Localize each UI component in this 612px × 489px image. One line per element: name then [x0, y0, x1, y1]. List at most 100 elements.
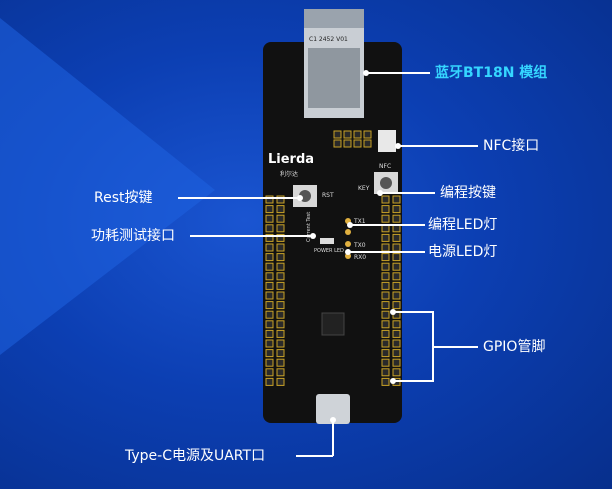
pin [265, 310, 274, 319]
label-nfc: NFC接口 [483, 138, 540, 154]
pin [392, 233, 401, 242]
pin [265, 253, 274, 262]
pin [265, 358, 274, 367]
pin [392, 339, 401, 348]
pin [381, 281, 390, 290]
key-button-cap [380, 177, 392, 189]
label-prog-key: 编程按键 [440, 185, 496, 201]
pin [276, 195, 285, 204]
nfc-connector [378, 130, 396, 152]
pin [276, 310, 285, 319]
power-led-silk: POWER LED [314, 248, 344, 254]
pin [381, 272, 390, 281]
pin [381, 262, 390, 271]
pin [392, 205, 401, 214]
pin [265, 320, 274, 329]
current-test-silk: Current Test [306, 212, 312, 242]
pin [363, 139, 372, 148]
pin [276, 281, 285, 290]
label-power-led: 电源LED灯 [428, 244, 498, 260]
module-shield [308, 48, 360, 108]
pin [333, 130, 342, 139]
pin [265, 205, 274, 214]
pin [381, 339, 390, 348]
pin [276, 272, 285, 281]
pin [265, 233, 274, 242]
pin [392, 320, 401, 329]
callout-dots [297, 70, 401, 423]
callout-lines [178, 72, 478, 457]
pin [276, 233, 285, 242]
pin [381, 195, 390, 204]
pin [381, 243, 390, 252]
pin [381, 301, 390, 310]
pin [392, 301, 401, 310]
pin [343, 130, 352, 139]
pin [276, 205, 285, 214]
pin [381, 291, 390, 300]
pin [265, 214, 274, 223]
pin [265, 224, 274, 233]
pin [276, 291, 285, 300]
pin [276, 224, 285, 233]
pin [353, 130, 362, 139]
tx1-silk: TX1 [353, 218, 366, 225]
pin [392, 329, 401, 338]
pin [381, 205, 390, 214]
chip [321, 312, 345, 336]
nfc-silk: NFC [379, 163, 391, 170]
led-rx1 [345, 229, 351, 235]
left-pin-header [265, 195, 285, 386]
pin [392, 243, 401, 252]
pin [333, 139, 342, 148]
pin [381, 377, 390, 386]
right-pin-header [381, 195, 401, 386]
tx0-silk: TX0 [353, 242, 366, 249]
pin [265, 368, 274, 377]
led-tx0 [345, 241, 351, 247]
pin [343, 139, 352, 148]
pin [265, 195, 274, 204]
pin [353, 139, 362, 148]
pin [381, 368, 390, 377]
pin [392, 262, 401, 271]
pin [392, 272, 401, 281]
pin [265, 301, 274, 310]
pin [265, 243, 274, 252]
pin [392, 368, 401, 377]
pin [265, 349, 274, 358]
pin [265, 291, 274, 300]
pin [363, 130, 372, 139]
key-silk: KEY [358, 185, 370, 192]
label-gpio: GPIO管脚 [483, 339, 546, 355]
rst-silk: RST [322, 192, 334, 199]
top-pin-header [333, 130, 372, 148]
pin [276, 243, 285, 252]
pin [392, 291, 401, 300]
pin [276, 349, 285, 358]
power-led [320, 238, 334, 244]
pin [392, 281, 401, 290]
pin [265, 262, 274, 271]
rx0-silk: RX0 [354, 254, 366, 261]
label-prog-led: 编程LED灯 [428, 217, 498, 233]
pin [265, 329, 274, 338]
pin [276, 358, 285, 367]
brand-cn-text: 利尔达 [280, 170, 298, 178]
pin [265, 272, 274, 281]
pin [276, 262, 285, 271]
pin [392, 349, 401, 358]
pin [276, 214, 285, 223]
pin [392, 358, 401, 367]
label-bt-module: 蓝牙BT18N 模组 [435, 65, 548, 81]
brand-text: Lierda [268, 152, 314, 167]
pin [381, 329, 390, 338]
pin [276, 301, 285, 310]
pin [265, 377, 274, 386]
pin [276, 253, 285, 262]
pin [381, 349, 390, 358]
pin [381, 310, 390, 319]
pin [381, 320, 390, 329]
pin [276, 320, 285, 329]
